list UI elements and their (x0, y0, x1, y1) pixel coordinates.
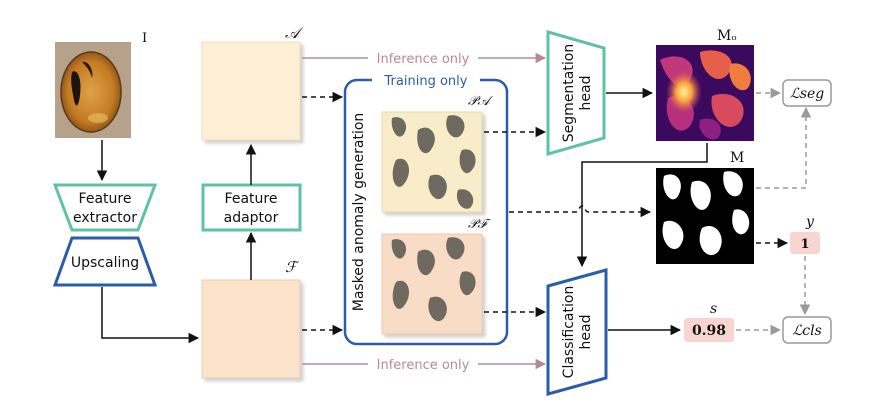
feature-extractor-label-1: Feature (79, 191, 132, 207)
segmentation-head-label-1: Segmentation (561, 44, 577, 142)
feature-extractor-block (52, 183, 158, 232)
segmentation-head-label-2: head (578, 76, 594, 111)
adapted-features-block (201, 41, 301, 141)
features-label: ℱ (285, 258, 300, 276)
cls-loss-box (782, 316, 832, 344)
input-image-label: I (142, 31, 147, 46)
input-image-panel (55, 42, 131, 138)
feature-adaptor-label-1: Feature (225, 191, 278, 207)
arrow-output-to-classification (576, 143, 708, 268)
training-only-label-bg (372, 72, 480, 89)
pseudo-anomaly-features-label: 𝒫ℱ (468, 217, 491, 232)
arrow-upscaling-to-features (101, 287, 200, 344)
upscaling-label: Upscaling (71, 255, 139, 271)
cls-loss-label: ℒcls (792, 323, 822, 339)
ground-truth-mask (656, 168, 754, 264)
inference-top-label-bg (368, 49, 478, 67)
upscaling-block (52, 236, 158, 287)
feature-extractor-label-2: extractor (73, 210, 137, 226)
inference-bottom-label-bg (368, 355, 478, 373)
seg-loss-box (782, 79, 832, 107)
score-value: 0.98 (692, 323, 726, 339)
seg-loss-label: ℒseg (790, 86, 825, 102)
inference-only-bottom-label: Inference only (377, 358, 470, 373)
arrow-mask-to-seg-loss (756, 106, 812, 189)
features-block (201, 279, 301, 379)
training-only-label: Training only (384, 74, 468, 89)
score-symbol: s (710, 301, 717, 317)
pseudo-anomaly-adapted-label: 𝒫𝒜 (468, 94, 493, 109)
classification-head-block (546, 268, 608, 396)
gt-mask-label: M (730, 150, 744, 166)
segmentation-head-block (546, 30, 606, 156)
label-y-badge (790, 232, 820, 254)
pseudo-anomaly-adapted-tile (381, 111, 483, 213)
arrow-generation-to-mask (509, 205, 652, 218)
feature-adaptor-block (201, 183, 302, 232)
label-y-value: 1 (800, 237, 809, 252)
adapted-features-label: 𝒜 (285, 24, 304, 42)
score-badge (684, 318, 734, 342)
pseudo-anomaly-features-tile (381, 233, 483, 335)
label-y-symbol: y (805, 214, 815, 230)
output-map-label: Mₒ (717, 28, 737, 44)
feature-adaptor-label-2: adaptor (224, 210, 279, 226)
output-anomaly-map (656, 45, 754, 141)
inference-only-top-label: Inference only (377, 52, 470, 67)
classification-head-label-1: Classification (561, 286, 577, 379)
masked-anomaly-generation-label: Masked anomaly generation (351, 113, 367, 312)
classification-head-label-2: head (578, 315, 594, 350)
